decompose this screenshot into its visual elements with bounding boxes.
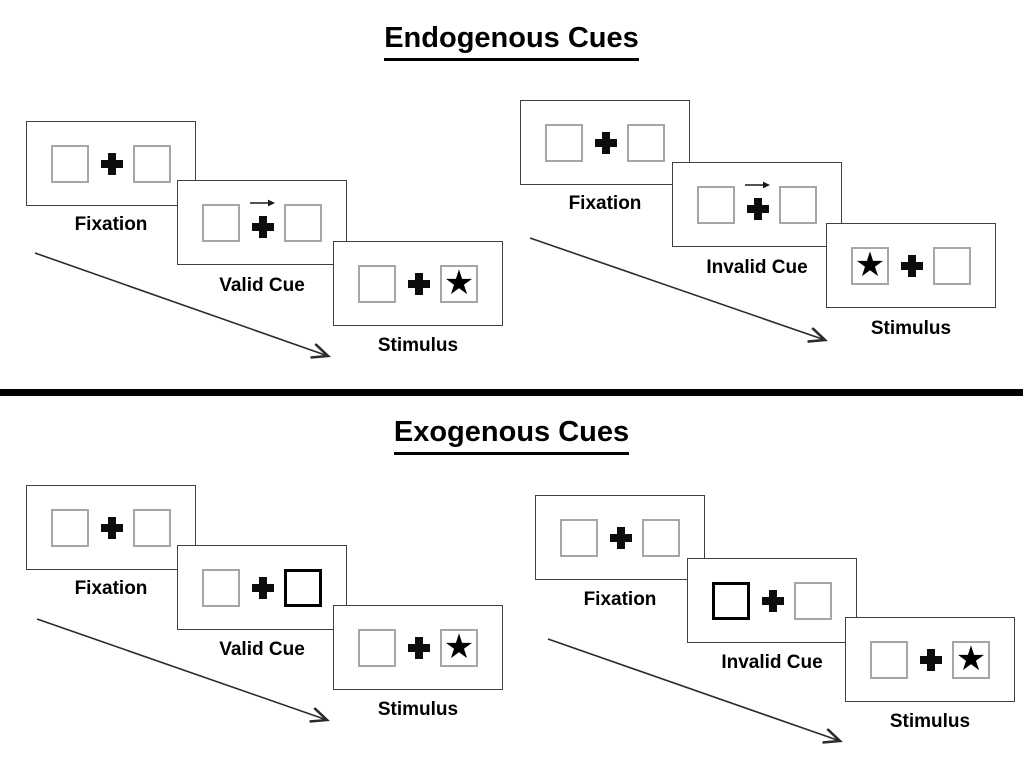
- left-placeholder-box: [202, 569, 240, 607]
- fixation-cross-icon: [101, 153, 123, 175]
- star-stimulus-icon: ★: [854, 245, 886, 285]
- panel-fixation: [26, 485, 196, 570]
- right-placeholder-box: [133, 145, 171, 183]
- left-placeholder-box: [358, 629, 396, 667]
- section-title-exogenous: Exogenous Cues: [0, 414, 1023, 455]
- panel-invalid-cue: [672, 162, 842, 247]
- sequence-arrow-exogenous-valid: [36, 618, 327, 720]
- star-stimulus-icon: ★: [443, 627, 475, 667]
- fixation-cross-icon: [762, 590, 784, 612]
- left-stimulus-box: ★: [851, 247, 889, 285]
- star-stimulus-icon: ★: [955, 639, 987, 679]
- panel-label: Stimulus: [377, 699, 459, 720]
- fixation-cross-icon: [595, 132, 617, 154]
- right-placeholder-box: [627, 124, 665, 162]
- left-placeholder-box: [545, 124, 583, 162]
- left-placeholder-box: [870, 641, 908, 679]
- panel-fixation: [520, 100, 690, 185]
- fixation-cross-icon: [252, 216, 274, 238]
- panel-label: Stimulus: [377, 335, 459, 356]
- cue-arrow-icon: [250, 199, 275, 207]
- section-title-text: Endogenous Cues: [384, 20, 639, 61]
- section-title-text: Exogenous Cues: [393, 414, 630, 455]
- left-placeholder-box: [697, 186, 735, 224]
- panel-valid-cue: [177, 545, 347, 630]
- right-placeholder-box: [933, 247, 971, 285]
- panel-fixation: [26, 121, 196, 206]
- cue-arrow-icon: [745, 181, 770, 189]
- left-placeholder-box: [51, 509, 89, 547]
- right-placeholder-box: [779, 186, 817, 224]
- left-cue-box: [712, 582, 750, 620]
- right-placeholder-box: [642, 519, 680, 557]
- panel-label: Stimulus: [889, 711, 971, 732]
- right-placeholder-box: [284, 204, 322, 242]
- panel-stimulus: ★: [845, 617, 1015, 702]
- panel-stimulus: ★: [333, 241, 503, 326]
- right-stimulus-box: ★: [952, 641, 990, 679]
- right-placeholder-box: [133, 509, 171, 547]
- panel-label: Invalid Cue: [706, 257, 808, 278]
- panel-fixation: [535, 495, 705, 580]
- star-stimulus-icon: ★: [443, 263, 475, 303]
- panel-valid-cue: [177, 180, 347, 265]
- right-stimulus-box: ★: [440, 265, 478, 303]
- panel-label: Fixation: [74, 578, 148, 599]
- right-cue-box: [284, 569, 322, 607]
- panel-label: Fixation: [583, 589, 657, 610]
- sequence-arrow-endogenous-valid: [34, 252, 328, 356]
- panel-stimulus: ★: [826, 223, 996, 308]
- left-placeholder-box: [202, 204, 240, 242]
- fixation-cross-icon: [101, 517, 123, 539]
- right-stimulus-box: ★: [440, 629, 478, 667]
- fixation-cross-icon: [920, 649, 942, 671]
- right-placeholder-box: [794, 582, 832, 620]
- section-title-endogenous: Endogenous Cues: [0, 20, 1023, 61]
- panel-label: Stimulus: [870, 318, 952, 339]
- panel-stimulus: ★: [333, 605, 503, 690]
- section-divider: [0, 389, 1023, 396]
- panel-invalid-cue: [687, 558, 857, 643]
- fixation-cross-icon: [901, 255, 923, 277]
- panel-label: Invalid Cue: [721, 652, 823, 673]
- fixation-cross-icon: [252, 577, 274, 599]
- panel-label: Valid Cue: [219, 639, 305, 660]
- left-placeholder-box: [51, 145, 89, 183]
- sequence-arrow-endogenous-invalid: [529, 237, 825, 340]
- fixation-cross-icon: [610, 527, 632, 549]
- panel-label: Fixation: [568, 193, 642, 214]
- left-placeholder-box: [358, 265, 396, 303]
- fixation-cross-icon: [747, 198, 769, 220]
- fixation-cross-icon: [408, 637, 430, 659]
- panel-label: Valid Cue: [219, 275, 305, 296]
- panel-label: Fixation: [74, 214, 148, 235]
- left-placeholder-box: [560, 519, 598, 557]
- fixation-cross-icon: [408, 273, 430, 295]
